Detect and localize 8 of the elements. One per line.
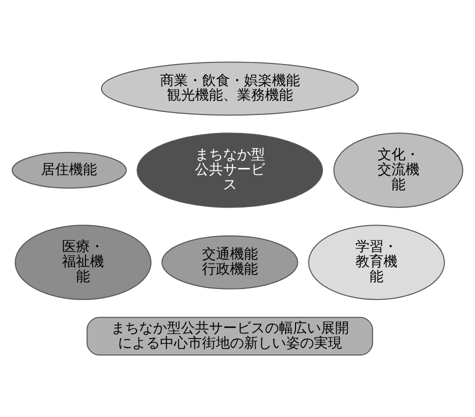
node-ellipse: まちなか型公共サービス (136, 132, 323, 208)
node-ellipse: 商業・飲食・娯楽機能観光機能、業務機能 (100, 62, 359, 116)
node-ellipse: 居住機能 (12, 152, 127, 189)
node-ellipse: 文化・交流機能 (333, 132, 464, 208)
node-ellipse: 医療・福祉機能 (14, 224, 152, 300)
node-box: まちなか型公共サービスの幅広い展開による中心市街地の新しい姿の実現 (86, 316, 374, 356)
node-ellipse: 交通機能行政機能 (161, 235, 298, 290)
node-ellipse: 学習・教育機能 (308, 224, 445, 300)
